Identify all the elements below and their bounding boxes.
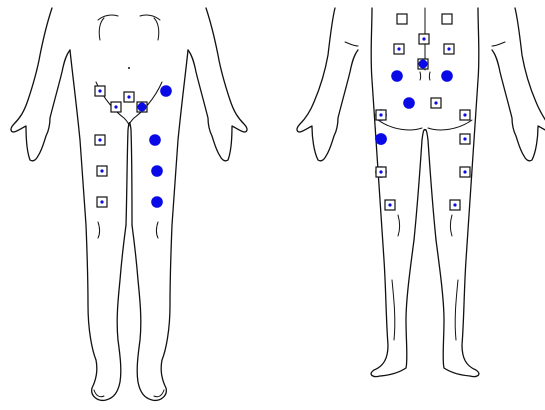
site-dot — [375, 133, 387, 145]
site-dot — [419, 60, 428, 69]
site-dot — [151, 165, 163, 177]
back-site-marker — [385, 200, 395, 210]
site-square — [397, 14, 407, 24]
back-site-marker — [460, 110, 470, 120]
site-dot — [138, 103, 147, 112]
injection-site-markers — [95, 14, 470, 210]
front-site-marker — [95, 135, 105, 145]
front-site-marker — [95, 86, 105, 96]
site-dot — [379, 170, 382, 173]
front-site-marker — [137, 102, 147, 112]
site-dot — [463, 170, 466, 173]
site-dot — [463, 137, 466, 140]
site-dot — [441, 70, 453, 82]
front-site-marker — [160, 85, 172, 97]
site-dot — [100, 169, 103, 172]
front-site-marker — [149, 134, 161, 146]
back-site-marker — [444, 44, 454, 54]
back-site-marker — [460, 167, 470, 177]
back-site-marker — [442, 14, 452, 24]
front-site-marker — [151, 196, 163, 208]
back-site-marker — [394, 44, 404, 54]
site-dot — [391, 70, 403, 82]
front-body-outline — [11, 8, 247, 400]
back-site-marker — [376, 110, 386, 120]
site-square — [442, 14, 452, 24]
site-dot — [422, 37, 425, 40]
site-dot — [151, 196, 163, 208]
site-dot — [453, 203, 456, 206]
back-site-marker — [418, 59, 428, 69]
site-dot — [397, 47, 400, 50]
front-site-marker — [97, 166, 107, 176]
site-dot — [98, 89, 101, 92]
back-site-marker — [441, 70, 453, 82]
back-site-marker — [397, 14, 407, 24]
site-dot — [149, 134, 161, 146]
back-site-marker — [376, 167, 386, 177]
site-dot — [127, 95, 130, 98]
site-dot — [463, 113, 466, 116]
site-dot — [447, 47, 450, 50]
front-site-marker — [111, 102, 121, 112]
site-dot — [434, 101, 437, 104]
site-dot — [403, 97, 415, 109]
front-site-marker — [124, 92, 134, 102]
front-site-marker — [151, 165, 163, 177]
site-dot — [98, 138, 101, 141]
back-site-marker — [450, 200, 460, 210]
site-dot — [100, 200, 103, 203]
site-dot — [160, 85, 172, 97]
site-dot — [388, 203, 391, 206]
front-site-marker — [97, 197, 107, 207]
back-site-marker — [391, 70, 403, 82]
site-dot — [379, 113, 382, 116]
back-site-marker — [375, 133, 387, 145]
back-site-marker — [419, 34, 429, 44]
back-site-marker — [431, 98, 441, 108]
site-dot — [114, 105, 117, 108]
back-site-marker — [403, 97, 415, 109]
back-site-marker — [460, 134, 470, 144]
